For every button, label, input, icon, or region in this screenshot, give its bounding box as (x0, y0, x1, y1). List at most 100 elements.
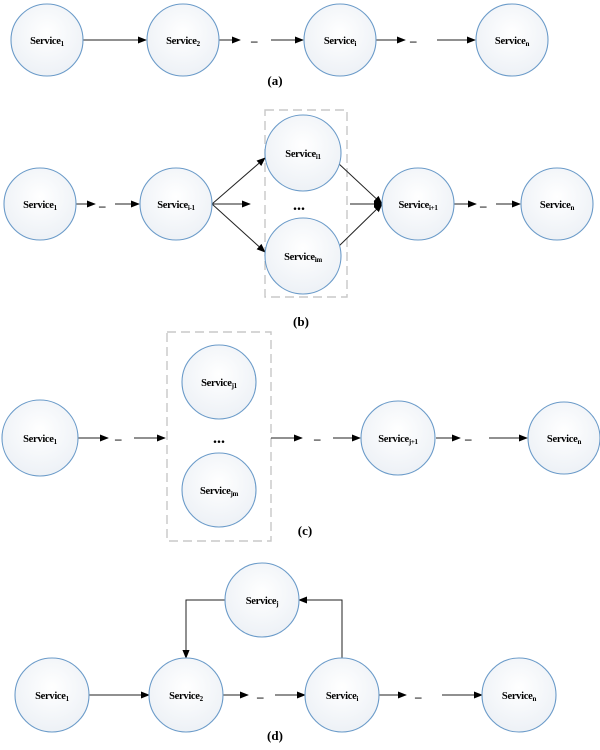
node-subscript: i (356, 695, 358, 703)
service-node[interactable]: Servicei (304, 657, 380, 733)
gap-dash: – (313, 431, 321, 446)
parallel-group-box (264, 109, 348, 298)
node-subscript: n (525, 40, 529, 48)
svg-text:Service1: Service1 (23, 434, 58, 446)
node-subscript: 1 (54, 204, 58, 212)
service-node[interactable]: Service2 (146, 3, 220, 77)
node-label: Service (200, 486, 231, 497)
svg-text:Servicei-1: Servicei-1 (157, 200, 195, 212)
node-subscript: i-1 (188, 204, 196, 212)
gap-dash: – (250, 33, 258, 48)
svg-text:Service1: Service1 (23, 200, 58, 212)
service-node[interactable]: Service1 (14, 657, 90, 733)
node-subscript: 2 (197, 40, 201, 48)
svg-text:Serviceim: Serviceim (284, 252, 322, 264)
loop-edge-d4-d3 (298, 596, 343, 659)
node-label: Service (398, 200, 429, 211)
node-label: Service (201, 378, 232, 389)
node-label: Service (23, 434, 54, 445)
node-subscript: i+1 (429, 204, 438, 212)
service-node[interactable]: Servicej+1 (360, 400, 436, 476)
service-node[interactable]: Servicej (224, 562, 300, 638)
gap-dash: – (256, 689, 264, 704)
svg-text:Service1: Service1 (35, 691, 70, 703)
node-label: Service (547, 434, 578, 445)
panel-label-d: (d) (267, 728, 283, 743)
node-subscript: jm (230, 490, 239, 498)
svg-text:Service2: Service2 (166, 36, 201, 48)
panel-label-a: (a) (267, 73, 282, 88)
service-node[interactable]: Service2 (148, 657, 224, 733)
panel-c: – ... – – Service1 Servicej1 Servicejm S… (1, 331, 600, 542)
node-subscript: j (275, 600, 278, 608)
svg-text:Servicei1: Servicei1 (285, 149, 321, 161)
node-label: Service (285, 149, 316, 160)
service-node[interactable]: Servicen (481, 657, 557, 733)
node-subscript: im (315, 256, 323, 264)
node-label: Service (495, 36, 526, 47)
service-node[interactable]: Serviceim (264, 217, 342, 295)
edge-b3-b5 (337, 162, 383, 205)
node-label: Service (157, 200, 188, 211)
node-subscript: n (577, 438, 581, 446)
svg-text:Servicej: Servicej (246, 596, 279, 608)
svg-text:Servicen: Servicen (540, 200, 575, 212)
edge-b4-b5 (337, 203, 383, 248)
node-label: Service (502, 691, 533, 702)
selective-ellipsis: ... (213, 430, 225, 447)
panel-a: – – Service1 Service2 Servicei Servicen … (10, 3, 549, 88)
service-node[interactable]: Service1 (10, 3, 84, 77)
node-label: Service (35, 691, 66, 702)
node-label: Service (246, 596, 277, 607)
edge-b2-b3 (211, 157, 266, 205)
service-node[interactable]: Service1 (1, 399, 79, 477)
svg-text:Servicen: Servicen (547, 434, 582, 446)
panel-label-c: (c) (298, 523, 312, 538)
node-label: Service (166, 36, 197, 47)
gap-dash: – (464, 431, 472, 446)
service-node[interactable]: Servicei+1 (381, 167, 455, 241)
svg-text:Servicei: Servicei (324, 36, 357, 48)
service-node[interactable]: Servicen (475, 3, 549, 77)
node-subscript: n (532, 695, 536, 703)
svg-text:Servicej+1: Servicej+1 (378, 434, 418, 446)
panel-d: – – Service1 Service2 Servicej Servicei … (14, 562, 557, 743)
service-node[interactable]: Servicej1 (181, 344, 257, 420)
service-node[interactable]: Servicen (520, 167, 594, 241)
node-label: Service (540, 200, 571, 211)
svg-text:Servicen: Servicen (502, 691, 537, 703)
edge-b2-b4 (211, 203, 266, 253)
node-label: Service (23, 200, 54, 211)
node-label: Service (30, 36, 61, 47)
service-node[interactable]: Servicejm (181, 452, 257, 528)
parallel-ellipsis: ... (293, 197, 305, 214)
svg-text:Servicei+1: Servicei+1 (398, 200, 438, 212)
service-node[interactable]: Servicei-1 (139, 167, 213, 241)
node-label: Service (378, 434, 409, 445)
loop-edge-d3-d2 (182, 599, 225, 659)
node-subscript: n (570, 204, 574, 212)
node-subscript: 1 (66, 695, 70, 703)
node-label: Service (169, 691, 200, 702)
svg-text:Service1: Service1 (30, 36, 65, 48)
service-node[interactable]: Servicei1 (264, 114, 342, 192)
node-label: Service (324, 36, 355, 47)
gap-dash: – (114, 431, 122, 446)
node-subscript: 2 (200, 695, 204, 703)
gap-dash: – (479, 198, 487, 213)
svg-text:Service2: Service2 (169, 691, 204, 703)
service-node[interactable]: Servicei (303, 3, 377, 77)
svg-text:Servicejm: Servicejm (200, 486, 239, 498)
node-subscript: i1 (316, 153, 322, 161)
node-subscript: i (354, 40, 356, 48)
panel-b: – ... – Service1 Servicei-1 Servicei1 Se… (3, 109, 594, 329)
service-node[interactable]: Service1 (3, 167, 77, 241)
panel-label-b: (b) (293, 314, 309, 329)
node-subscript: j1 (231, 382, 238, 390)
svg-text:Servicen: Servicen (495, 36, 530, 48)
gap-dash: – (414, 689, 422, 704)
node-label: Service (284, 252, 315, 263)
service-node[interactable]: Servicen (527, 401, 600, 475)
svg-text:Servicej1: Servicej1 (201, 378, 238, 390)
